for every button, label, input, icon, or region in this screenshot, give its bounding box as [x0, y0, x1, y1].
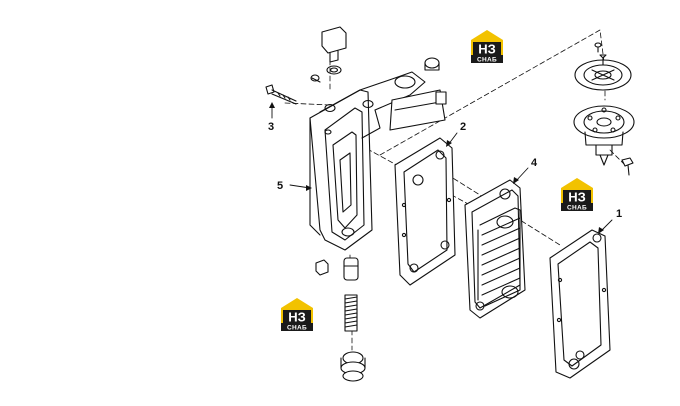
brand-logo-top: НЗ СНАБ	[471, 30, 503, 64]
callout-3: 3	[268, 121, 274, 133]
svg-text:НЗ: НЗ	[568, 190, 586, 205]
housing-bracket	[389, 89, 446, 131]
callout-4: 4	[531, 157, 538, 169]
top-bolt	[321, 26, 347, 75]
svg-text:СНАБ: СНАБ	[477, 57, 497, 64]
thermostat-screw	[621, 157, 634, 176]
small-nut	[315, 259, 329, 276]
callout-2: 2	[460, 121, 466, 133]
svg-text:НЗ: НЗ	[478, 42, 496, 57]
thermostat-lower	[573, 105, 635, 166]
drain-plug	[340, 351, 366, 382]
callout-5: 5	[277, 180, 283, 192]
bypass-valve-spring	[344, 294, 358, 332]
mounting-bolt	[265, 84, 297, 105]
brand-logo-left: НЗ СНАБ	[281, 298, 313, 332]
bypass-valve-plunger	[343, 257, 359, 281]
oil-cooler-core	[464, 179, 526, 319]
cooler-gasket	[549, 229, 611, 379]
thermostat-upper	[574, 42, 632, 91]
housing-fittings	[310, 57, 447, 105]
housing-gasket	[394, 137, 456, 286]
brand-logo-right: НЗ СНАБ	[561, 178, 593, 212]
svg-text:СНАБ: СНАБ	[567, 205, 587, 212]
callout-1: 1	[616, 208, 622, 220]
oil-filter-housing	[309, 71, 426, 251]
svg-text:СНАБ: СНАБ	[287, 325, 307, 332]
svg-text:НЗ: НЗ	[288, 310, 306, 325]
callout-arrowheads	[269, 102, 604, 234]
